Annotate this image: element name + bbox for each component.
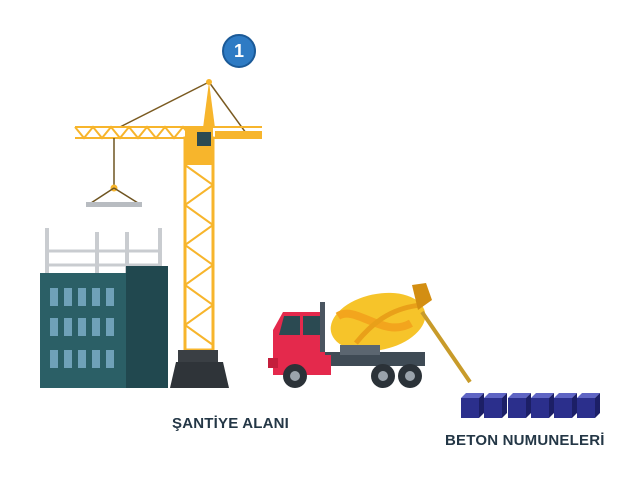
concrete-sample-cube-icon bbox=[461, 393, 484, 418]
concrete-sample-cube-icon bbox=[508, 393, 531, 418]
concrete-mixer-truck-icon bbox=[268, 283, 472, 388]
concrete-samples bbox=[461, 393, 600, 418]
concrete-sample-cube-icon bbox=[554, 393, 577, 418]
concrete-samples-label: BETON NUMUNELERİ bbox=[445, 432, 605, 449]
concrete-sample-cube-icon bbox=[484, 393, 507, 418]
step-number-badge: 1 bbox=[222, 34, 256, 68]
concrete-sample-cube-icon bbox=[577, 393, 600, 418]
site-area-label: ŞANTİYE ALANI bbox=[172, 415, 290, 432]
building-icon bbox=[40, 228, 168, 388]
tower-crane-icon bbox=[74, 79, 262, 388]
concrete-sample-cube-icon bbox=[531, 393, 554, 418]
